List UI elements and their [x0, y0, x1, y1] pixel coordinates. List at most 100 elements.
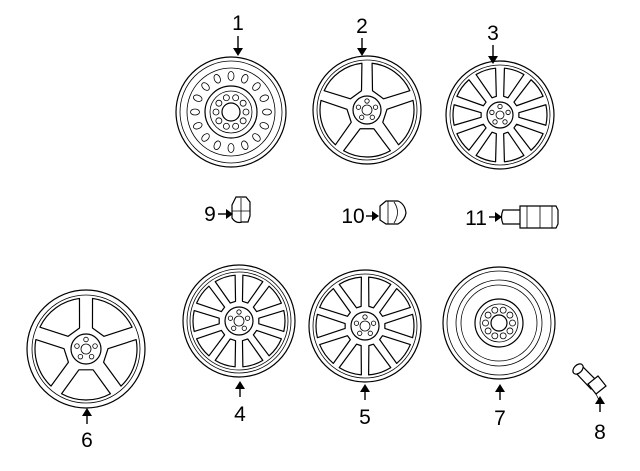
svg-text:10: 10: [341, 205, 364, 228]
spoke-window: [368, 343, 392, 376]
lug-nut-9: [231, 196, 251, 224]
lug-hole: [369, 114, 375, 120]
lug-hole: [505, 109, 511, 115]
spoke-window: [503, 131, 525, 163]
alloy-wheel-6: [26, 289, 146, 409]
lug-hole: [370, 320, 377, 326]
vent-slot: [227, 143, 235, 153]
spoke-window: [452, 104, 482, 126]
lug-hole: [362, 314, 368, 320]
lug-hole: [353, 320, 360, 326]
spoke-window: [368, 276, 392, 309]
lug-hole: [215, 99, 223, 107]
vent-slot: [241, 140, 249, 150]
vent-slot: [190, 108, 200, 116]
spoke-window: [456, 79, 487, 107]
lug-hole: [215, 117, 223, 125]
alloy-wheel-3: [445, 60, 555, 170]
lug-hole: [357, 330, 363, 336]
vent-slot: [252, 82, 261, 91]
spoke-window: [252, 329, 282, 357]
spoke-window: [513, 123, 544, 151]
svg-text:1: 1: [232, 12, 244, 35]
spoke-window: [214, 338, 237, 368]
lug-hole: [83, 336, 89, 343]
lug-hole: [212, 108, 220, 116]
lug-hole: [491, 332, 499, 340]
callout-7: 7: [494, 384, 506, 430]
lug-hole: [355, 104, 362, 110]
spoke-window: [475, 67, 497, 99]
lug-hole: [92, 343, 98, 349]
vent-slot: [201, 133, 210, 142]
lug-hole: [364, 98, 370, 104]
lug-hole: [222, 94, 230, 102]
vent-slot: [213, 140, 221, 150]
spoke-window: [371, 62, 411, 100]
spoke-window: [379, 335, 411, 364]
callout-11: 11: [465, 207, 502, 230]
svg-text:3: 3: [487, 22, 499, 45]
lug-nut-10: [379, 200, 407, 225]
lug-hole: [244, 315, 251, 321]
spoke-window: [315, 313, 346, 339]
lug-hole: [509, 319, 516, 327]
callout-8: 8: [594, 396, 606, 444]
svg-text:2: 2: [356, 15, 368, 38]
spoke-window: [475, 131, 497, 163]
callout-6: 6: [81, 408, 93, 452]
spoke-window: [102, 338, 138, 387]
vent-slot: [213, 74, 221, 84]
spoke-window: [252, 285, 282, 313]
spoke-window: [382, 99, 415, 146]
vent-slot: [262, 108, 272, 116]
svg-text:7: 7: [494, 407, 506, 430]
svg-text:4: 4: [234, 403, 246, 426]
spoke-window: [338, 276, 362, 309]
lug-hole: [359, 114, 365, 120]
lug-hole: [88, 353, 95, 360]
lug-hole: [492, 119, 498, 125]
lug-hole: [242, 108, 250, 116]
vent-slot: [193, 94, 203, 102]
spare-wheel-7: [442, 266, 556, 380]
spoke-window: [384, 313, 415, 339]
callout-5: 5: [359, 384, 371, 429]
lug-hole: [502, 119, 508, 125]
svg-text:5: 5: [359, 406, 371, 429]
lug-hole: [232, 122, 240, 130]
spoke-window: [241, 274, 264, 304]
svg-text:6: 6: [81, 429, 93, 452]
svg-text:9: 9: [204, 203, 216, 226]
spoke-window: [91, 297, 133, 337]
spoke-window: [319, 335, 351, 364]
lug-hole: [482, 319, 489, 327]
lug-hole: [489, 109, 495, 115]
spoke-window: [323, 62, 363, 100]
lug-hole: [222, 122, 230, 130]
lug-hole: [227, 315, 234, 321]
spoke-window: [319, 99, 352, 146]
vent-slot: [241, 74, 249, 84]
spoke-window: [379, 288, 411, 317]
lug-hole: [367, 330, 373, 336]
vent-slot: [259, 94, 269, 102]
callout-2: 2: [356, 15, 368, 56]
spoke-window: [196, 329, 226, 357]
spoke-window: [319, 288, 351, 317]
lug-hole: [74, 343, 80, 349]
valve-stem-8: [572, 363, 607, 401]
callout-4: 4: [234, 381, 246, 426]
spoke-window: [513, 79, 544, 107]
lug-hole: [491, 306, 499, 314]
steel-wheel-1: [175, 56, 287, 168]
vent-slot: [201, 82, 210, 91]
lug-hole: [497, 103, 503, 110]
lug-hole: [506, 311, 514, 319]
spoke-window: [503, 67, 525, 99]
spoke-window: [518, 104, 548, 126]
lug-hole: [236, 309, 242, 315]
callout-3: 3: [487, 22, 499, 64]
callout-9: 9: [204, 203, 233, 226]
